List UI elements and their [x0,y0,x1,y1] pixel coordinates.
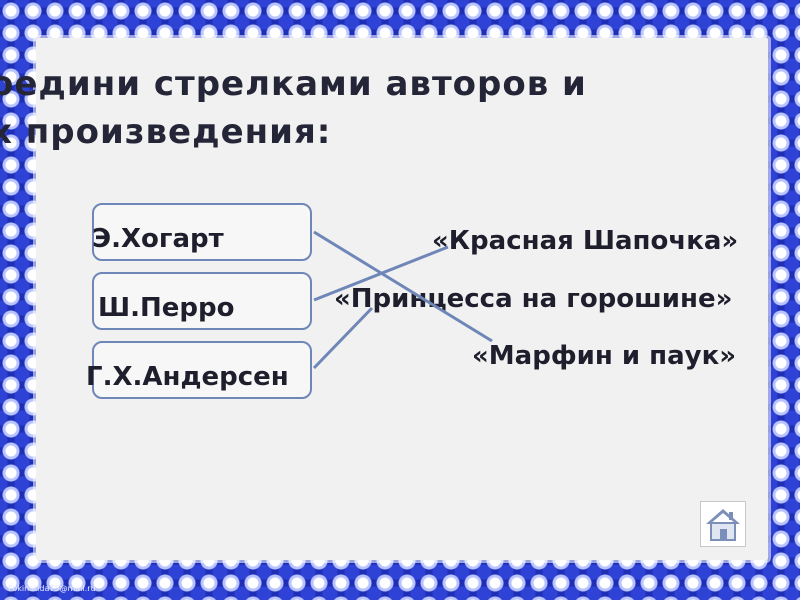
title-line-2: х произведения: [0,108,710,156]
home-button[interactable] [700,501,746,547]
author-label-perrault: Ш.Перро [98,293,234,323]
title-line-1: оедини стрелками авторов и [0,60,710,108]
work-princess-and-pea[interactable]: «Принцесса на горошине» [334,284,732,314]
author-label-andersen: Г.Х.Андерсен [86,362,289,392]
author-label-hogart: Э.Хогарт [92,224,224,254]
work-red-riding-hood[interactable]: «Красная Шапочка» [432,226,738,256]
footer-credit: Fokinatida75@mail.ru [8,584,96,593]
home-icon [701,502,745,546]
work-marfin-and-spider[interactable]: «Марфин и паук» [472,341,736,371]
slide-title: оедини стрелками авторов и х произведени… [0,60,710,156]
